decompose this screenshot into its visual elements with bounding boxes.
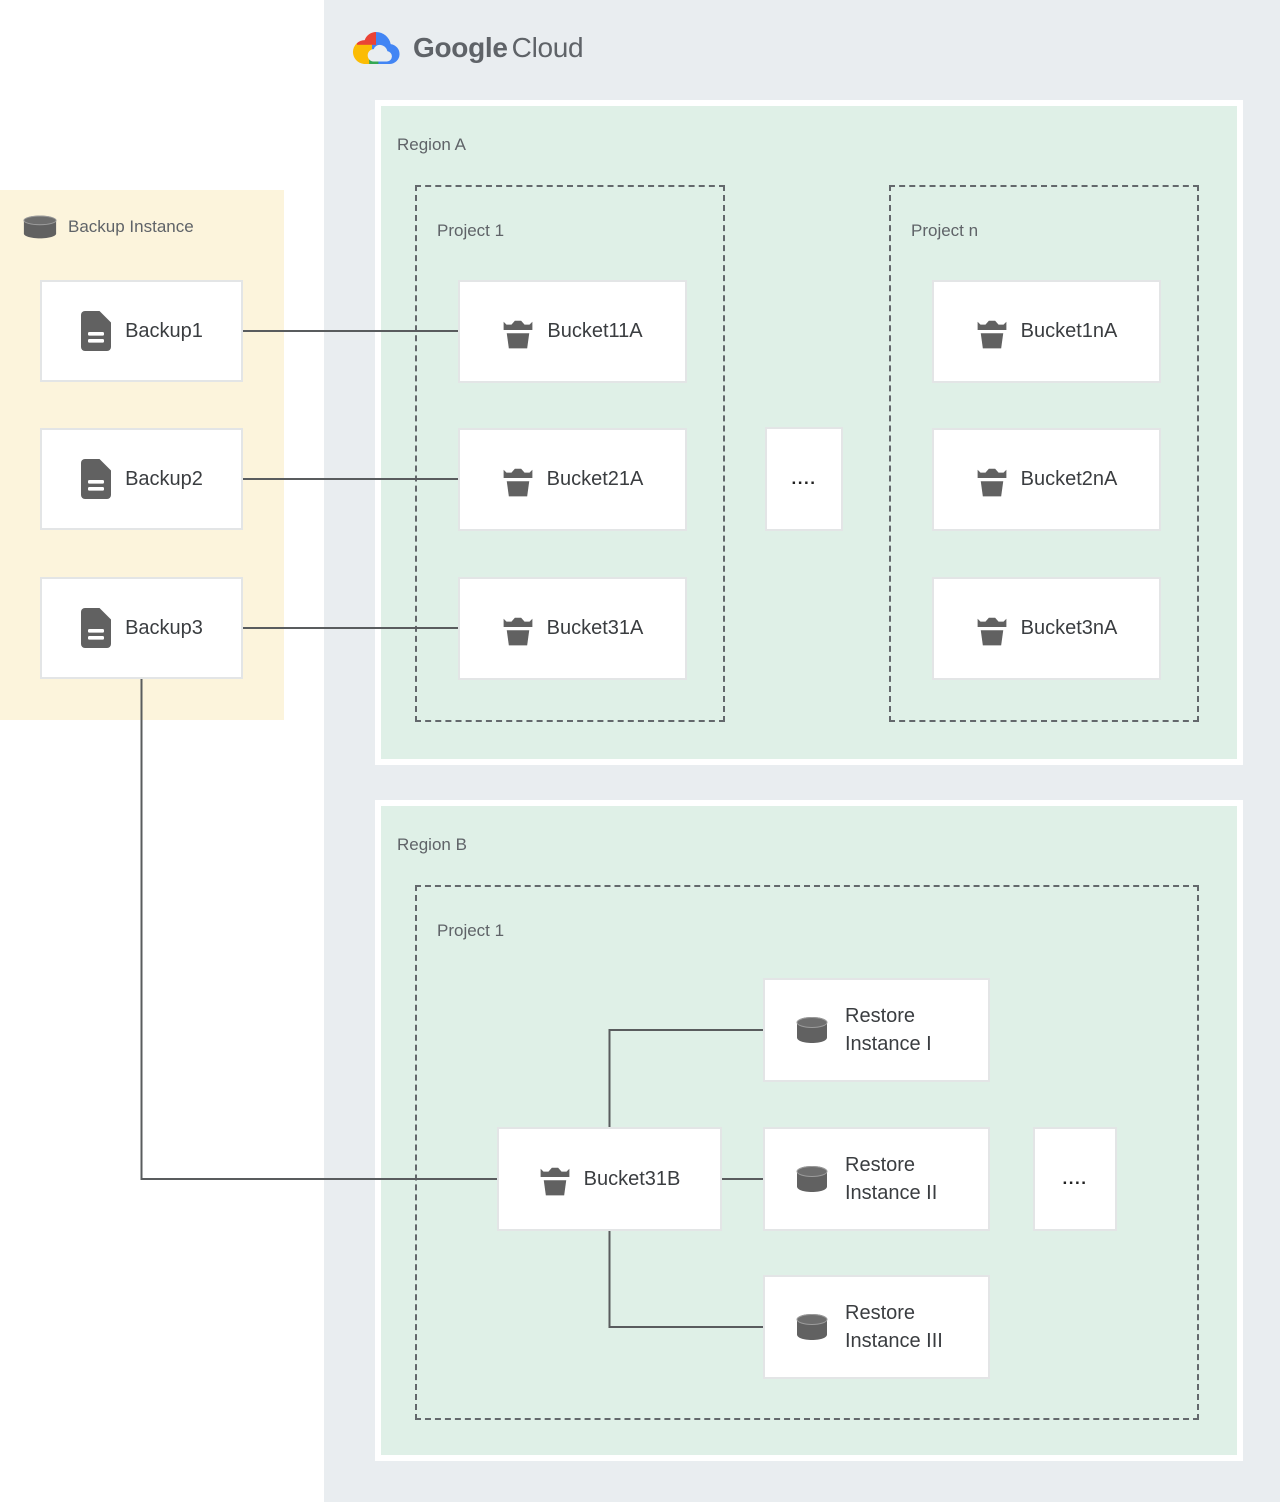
storage-bucket-icon [977, 320, 1007, 348]
bucket21a-node: Bucket21A [458, 428, 687, 531]
restore-instance-label: Restore Instance II [845, 1154, 938, 1204]
bucket31b-node: Bucket31B [497, 1127, 722, 1231]
project-n-region-a: Project n Bucket1nA Bucket2nA [889, 185, 1199, 722]
backup3-node: Backup3 [40, 577, 243, 679]
database-icon [796, 1166, 828, 1192]
storage-bucket-icon [540, 1167, 570, 1196]
more-projects-box: .... [765, 427, 843, 531]
database-icon [796, 1314, 828, 1340]
backup-instance-panel: Backup Instance Backup1 Backup2 [0, 190, 284, 720]
backup2-node: Backup2 [40, 428, 243, 530]
bucket-label: Bucket21A [546, 468, 644, 490]
project-1-region-b: Project 1 Bucket31B Restore Instance I [415, 885, 1199, 1420]
database-icon [796, 1017, 828, 1043]
restore-instance-label: Restore Instance III [845, 1302, 943, 1352]
document-icon [81, 311, 112, 351]
document-icon [81, 459, 112, 499]
storage-bucket-icon [977, 617, 1007, 645]
region-b-label: Region B [397, 835, 467, 854]
logo-product-text: Cloud [511, 32, 584, 63]
backup1-node: Backup1 [40, 280, 243, 382]
restore-instance-3-node: Restore Instance III [763, 1275, 990, 1379]
logo-brand-text: Google [413, 32, 508, 63]
more-instances-box: .... [1033, 1127, 1117, 1231]
ellipsis-text: .... [1062, 1169, 1088, 1188]
backup-instance-title: Backup Instance [68, 217, 194, 236]
project-n-label: Project n [911, 221, 979, 240]
bucket-label: Bucket2nA [1020, 468, 1118, 490]
restore-instance-label: Restore Instance I [845, 1005, 932, 1055]
google-cloud-logo-icon [352, 28, 400, 68]
restore-instance-2-node: Restore Instance II [763, 1127, 990, 1231]
ellipsis-text: .... [791, 469, 817, 488]
bucket3na-node: Bucket3nA [932, 577, 1161, 680]
bucket-label: Bucket31B [583, 1167, 681, 1190]
bucket-label: Bucket11A [547, 320, 643, 342]
backup-instance-header: Backup Instance [22, 214, 194, 240]
database-icon [23, 215, 57, 239]
backup-label: Backup2 [125, 467, 203, 490]
bucket-label: Bucket1nA [1020, 320, 1118, 342]
region-a-panel: Region A Project 1 Bucket11A Buc [375, 100, 1243, 765]
bucket31a-node: Bucket31A [458, 577, 687, 680]
storage-bucket-icon [503, 617, 533, 645]
storage-bucket-icon [977, 468, 1007, 496]
project-1-region-a: Project 1 Bucket11A Bucket21A [415, 185, 725, 722]
document-icon [81, 608, 112, 648]
region-b-panel: Region B Project 1 Bucket31B Res [375, 800, 1243, 1461]
restore-instance-1-node: Restore Instance I [763, 978, 990, 1082]
backup-label: Backup1 [125, 319, 203, 342]
bucket11a-node: Bucket11A [458, 280, 687, 383]
storage-bucket-icon [503, 468, 533, 496]
bucket-label: Bucket3nA [1020, 617, 1118, 639]
region-a-label: Region A [397, 135, 466, 154]
bucket2na-node: Bucket2nA [932, 428, 1161, 531]
storage-bucket-icon [503, 320, 533, 348]
project-1b-label: Project 1 [437, 921, 505, 940]
backup-label: Backup3 [125, 616, 203, 639]
bucket1na-node: Bucket1nA [932, 280, 1161, 383]
bucket-label: Bucket31A [546, 617, 644, 639]
project-1a-label: Project 1 [437, 221, 505, 240]
